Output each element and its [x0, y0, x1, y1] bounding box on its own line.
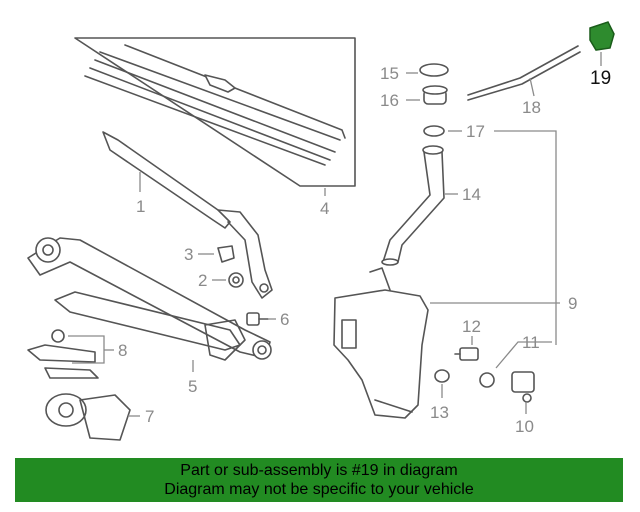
- callout-18: 18: [522, 98, 541, 117]
- nozzle-part-10[interactable]: [511, 371, 535, 414]
- wiper-arm-part-1[interactable]: [102, 131, 273, 299]
- strainer-part-16[interactable]: [406, 85, 448, 105]
- callout-12: 12: [462, 317, 481, 336]
- callout-11: 11: [522, 333, 540, 352]
- pump-part-12[interactable]: [454, 336, 479, 361]
- wiper-linkage-part-5[interactable]: [27, 237, 272, 372]
- joint-part-11[interactable]: [479, 341, 552, 388]
- callout-14: 14: [462, 185, 481, 204]
- wiper-motor-part-7[interactable]: [45, 393, 140, 441]
- highlighted-part-19[interactable]: [589, 21, 615, 66]
- bracket-part-8[interactable]: [27, 329, 114, 379]
- part-19-shape: [589, 21, 615, 51]
- banner-line-2: Diagram may not be specific to your vehi…: [164, 481, 474, 498]
- filler-neck-part-14[interactable]: [381, 145, 458, 266]
- callout-16: 16: [380, 91, 399, 110]
- callout-17: 17: [466, 122, 485, 141]
- washer-reservoir-part-9[interactable]: [333, 267, 560, 419]
- hose-part-18[interactable]: [467, 45, 581, 101]
- callout-9: 9: [568, 294, 577, 313]
- grommet-part-13[interactable]: [434, 369, 450, 398]
- nut-part-2[interactable]: [212, 272, 244, 288]
- callout-13: 13: [430, 403, 449, 422]
- callout-8: 8: [118, 341, 127, 360]
- cap-part-3[interactable]: [198, 245, 235, 263]
- callout-5: 5: [188, 377, 197, 396]
- callout-7: 7: [145, 407, 154, 426]
- wiper-blade-part-4[interactable]: [74, 37, 356, 196]
- cap-part-15[interactable]: [406, 63, 449, 77]
- callout-4: 4: [320, 199, 329, 218]
- parts-diagram: 1 2 3 4 5 6 7 8 9 10 11 12 13 14 15 16 1…: [27, 21, 615, 441]
- callout-19: 19: [590, 68, 611, 89]
- callout-2: 2: [198, 271, 207, 290]
- callout-1: 1: [136, 197, 145, 216]
- callout-10: 10: [515, 417, 534, 436]
- banner-line-1: Part or sub-assembly is #19 in diagram: [180, 462, 458, 479]
- callout-15: 15: [380, 64, 399, 83]
- bolt-part-6[interactable]: [246, 312, 276, 326]
- seal-part-17[interactable]: [423, 125, 557, 345]
- callout-3: 3: [184, 245, 193, 264]
- info-banner: Part or sub-assembly is #19 in diagram D…: [15, 458, 623, 502]
- callout-6: 6: [280, 310, 289, 329]
